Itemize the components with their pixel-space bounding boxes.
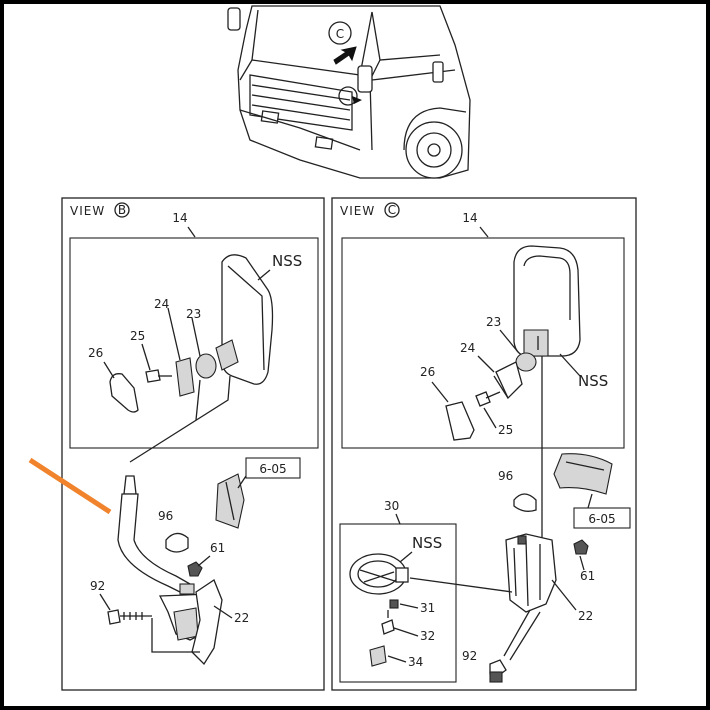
view-b-label-25: 25 <box>130 329 145 343</box>
view-c-label-96: 96 <box>498 469 513 483</box>
view-c-ref-label: 6-05 <box>588 512 615 526</box>
view-b-label-14: 14 <box>172 211 187 225</box>
view-c-label-14: 14 <box>462 211 477 225</box>
view-c-cover <box>445 401 475 441</box>
view-b-border <box>61 197 325 691</box>
view-c-marker-circle <box>328 21 352 45</box>
view-c-panel: VIEW C 14 NSS 23 24 25 26 96 <box>331 197 637 691</box>
view-c-label-61: 61 <box>580 569 595 583</box>
view-c-mirror-subbox <box>341 237 625 449</box>
view-c-cap <box>513 493 537 512</box>
view-b-marker: B <box>118 203 126 217</box>
view-c-label-nss: NSS <box>578 372 608 390</box>
view-b-title: VIEW <box>70 204 105 218</box>
view-b-marker-circle <box>338 86 358 106</box>
view-c-label-23: 23 <box>486 315 501 329</box>
view-b-label-92: 92 <box>90 579 105 593</box>
view-b-ref-label: 6-05 <box>259 462 286 476</box>
view-c-marker: C <box>388 203 396 217</box>
view-b-arrow-icon <box>352 96 362 104</box>
view-b-label-nss: NSS <box>272 252 302 270</box>
view-c-label-22: 22 <box>578 609 593 623</box>
view-b-label-96: 96 <box>158 509 173 523</box>
truck-view-marker: C <box>336 27 344 41</box>
view-c-label-30: 30 <box>384 499 399 513</box>
highlight-arrow <box>28 457 112 515</box>
view-c-label-24: 24 <box>460 341 475 355</box>
view-c-label-92: 92 <box>462 649 477 663</box>
view-b-label-26: 26 <box>88 346 103 360</box>
view-c-border <box>331 197 637 691</box>
view-b-ref-box <box>245 457 301 479</box>
view-c-label-31: 31 <box>420 601 435 615</box>
view-c-label-sub-nss: NSS <box>412 534 442 552</box>
view-b-mirror-subbox <box>69 237 319 449</box>
view-c-title: VIEW <box>340 204 375 218</box>
view-b-panel: VIEW B 14 NSS 23 24 25 26 <box>61 197 325 691</box>
view-c-label-34: 34 <box>408 655 423 669</box>
view-c-sub-box <box>339 523 457 683</box>
view-c-arrow-icon <box>333 46 357 65</box>
view-c-stay <box>505 533 557 613</box>
view-b-label-23: 23 <box>186 307 201 321</box>
view-b-label-22: 22 <box>234 611 249 625</box>
view-b-cover <box>109 373 139 413</box>
truck-cab-illustration: C <box>227 5 471 179</box>
view-c-label-26: 26 <box>420 365 435 379</box>
view-b-cap <box>165 532 189 553</box>
parts-diagram: C VIEW B 14 NSS 23 24 25 26 <box>28 5 637 691</box>
view-b-label-24: 24 <box>154 297 169 311</box>
view-c-label-25: 25 <box>498 423 513 437</box>
diagram-frame: C VIEW B 14 NSS 23 24 25 26 <box>4 4 706 706</box>
view-c-ref-box <box>573 507 631 529</box>
view-c-label-32: 32 <box>420 629 435 643</box>
view-b-label-61: 61 <box>210 541 225 555</box>
